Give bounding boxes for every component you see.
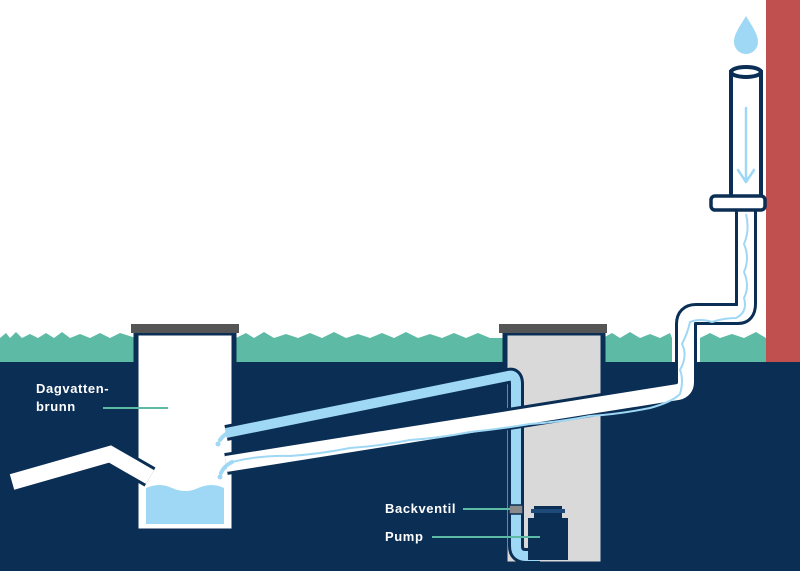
downspout-bracket: [709, 194, 767, 212]
label-dagvattenbrunn: Dagvatten- brunn: [36, 380, 109, 416]
water-splash-lower: [219, 460, 234, 475]
label-dagvattenbrunn-line1: Dagvatten-: [36, 381, 110, 396]
arrow-down-icon: [736, 106, 756, 184]
stormwater-well-lid: [131, 324, 239, 333]
grass-strip-right: [603, 332, 766, 362]
grass-strip-left: [0, 332, 136, 362]
downspout-opening: [729, 65, 763, 79]
grass-strip-middle: [236, 332, 505, 362]
label-dagvattenbrunn-line2: brunn: [36, 399, 76, 414]
label-pump: Pump: [385, 529, 424, 544]
label-backventil: Backventil: [385, 501, 457, 516]
building-wall: [766, 0, 800, 362]
pump: [528, 506, 568, 560]
well-water: [146, 485, 224, 524]
water-flow-main: [231, 213, 749, 463]
backvalve: [508, 504, 524, 515]
water-splash-upper: [218, 429, 234, 442]
water-drop-icon: [734, 16, 758, 54]
pump-well-lid: [499, 324, 607, 333]
